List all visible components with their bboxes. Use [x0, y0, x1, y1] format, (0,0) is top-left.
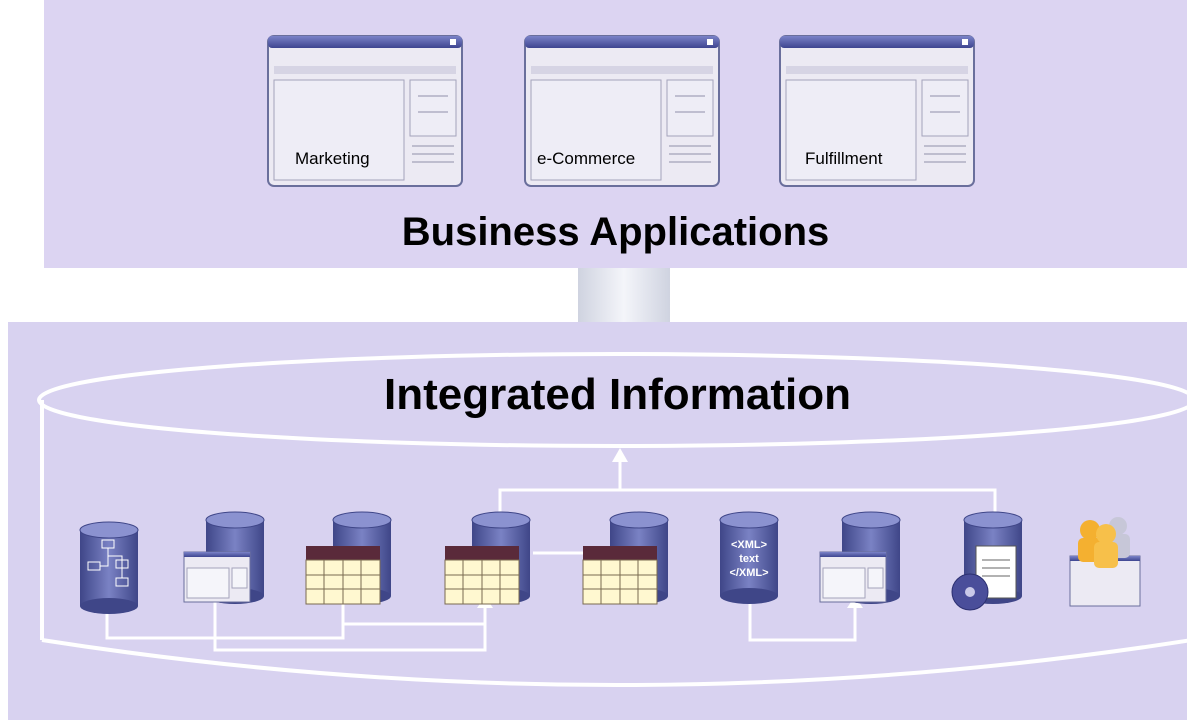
xml-line3: </XML>: [729, 567, 768, 579]
xml-line1: <XML>: [731, 539, 767, 551]
storage-bottom-outline: [41, 638, 1187, 687]
xml-line2: text: [739, 553, 759, 565]
arrow-heads: [477, 448, 863, 608]
database-app-window-icon: [183, 511, 265, 605]
app-label-marketing: Marketing: [295, 149, 370, 168]
app-label-ecommerce: e-Commerce: [537, 149, 636, 168]
business-applications-title: Business Applications: [401, 210, 830, 254]
app-label-fulfillment: Fulfillment: [805, 149, 883, 168]
database-org-chart-icon: [79, 521, 139, 615]
database-xml-icon: <XML> text </XML>: [719, 511, 779, 605]
database-document-media-icon: [951, 511, 1023, 611]
database-table-icon: [305, 511, 392, 605]
storage-top-outline: [37, 352, 1187, 448]
database-table-icon: [444, 511, 531, 605]
integrated-information-title: Integrated Information: [384, 370, 851, 419]
connector-bar: [578, 268, 670, 324]
users-app-window-icon: [1069, 517, 1141, 607]
database-app-window-icon: [819, 511, 901, 605]
data-flow-lines: [105, 462, 997, 652]
database-table-icon: [582, 511, 669, 605]
